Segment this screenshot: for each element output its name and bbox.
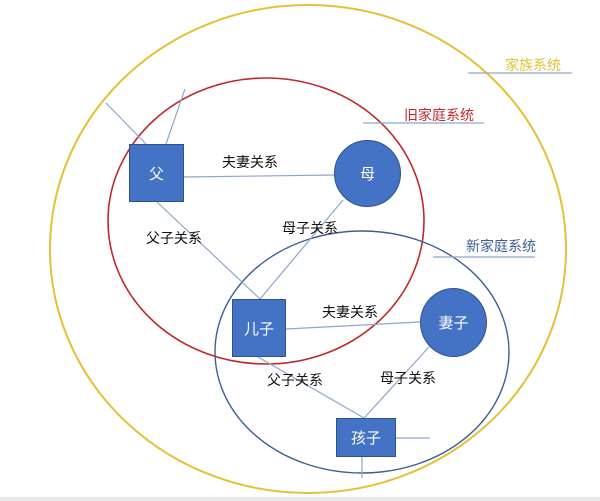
father-son-relation-label: 父子关系 [146, 231, 202, 247]
clan-system-label: 家族系统 [505, 58, 561, 74]
father-son-line [156, 201, 261, 300]
wife-child-line [363, 346, 430, 419]
son-child-line [257, 356, 365, 419]
father-external-line [105, 102, 147, 145]
wife-node: 妻子 [420, 288, 487, 357]
son-child-relation-label: 父子关系 [267, 373, 323, 389]
old-family-system-label: 旧家庭系统 [404, 108, 474, 124]
son-wife-line [285, 321, 421, 330]
son-wife-relation-label: 夫妻关系 [322, 305, 378, 321]
father-mother-relation-label: 夫妻关系 [222, 155, 278, 171]
mother-son-line [259, 199, 344, 300]
old-family-ellipse [107, 77, 425, 365]
child-node: 孩子 [336, 418, 396, 457]
mother-son-relation-label: 母子关系 [282, 221, 338, 237]
clan-system-ellipse [49, 4, 567, 494]
father-mother-line [183, 174, 335, 178]
son-node: 儿子 [232, 299, 286, 357]
father-node: 父 [129, 144, 184, 202]
mother-node: 母 [334, 140, 401, 207]
bottom-strip [0, 497, 600, 501]
new-family-system-label: 新家庭系统 [466, 239, 536, 255]
father-external-line [165, 88, 186, 145]
wife-child-relation-label: 母子关系 [380, 371, 436, 387]
